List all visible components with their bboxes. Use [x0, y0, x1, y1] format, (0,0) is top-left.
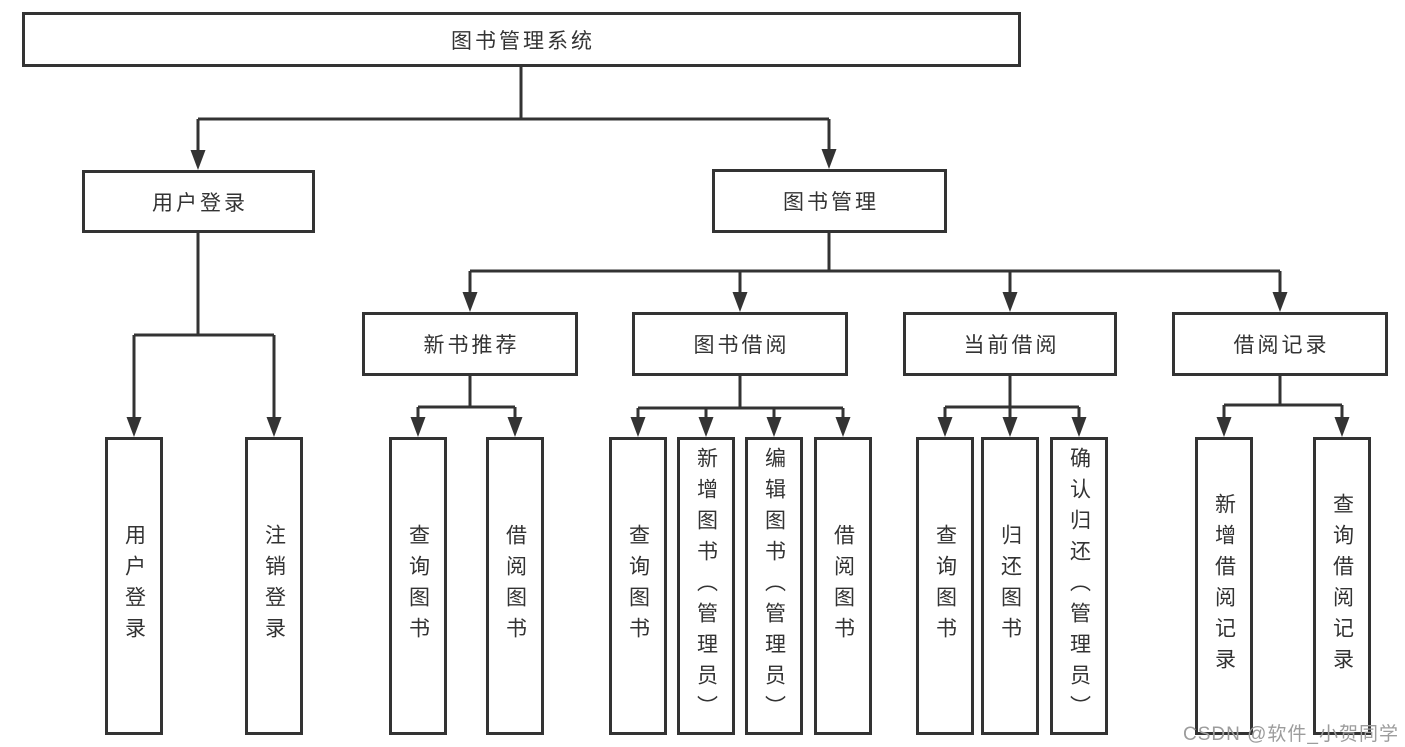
node-leaf-query-books: 查询图书 — [609, 437, 667, 735]
node-book-borrow: 图书借阅 — [632, 312, 848, 376]
node-leaf-add-books-admin: 新增图书（管理员） — [677, 437, 735, 735]
node-borrow-records: 借阅记录 — [1172, 312, 1388, 376]
node-leaf-logout: 注销登录 — [245, 437, 303, 735]
node-leaf-query-books-recommend: 查询图书 — [389, 437, 447, 735]
node-new-book-recommend: 新书推荐 — [362, 312, 578, 376]
node-user-login: 用户登录 — [82, 170, 315, 233]
node-leaf-return-books: 归还图书 — [981, 437, 1039, 735]
connector-new-book-rec-to-children — [410, 376, 523, 437]
node-leaf-confirm-return-admin: 确认归还（管理员） — [1050, 437, 1108, 735]
node-leaf-query-books-current: 查询图书 — [916, 437, 974, 735]
csdn-watermark: CSDN @软件_小贺同学 — [1183, 724, 1399, 745]
node-leaf-add-borrow-record: 新增借阅记录 — [1195, 437, 1253, 735]
node-leaf-borrow-books-recommend: 借阅图书 — [486, 437, 544, 735]
connector-root-to-children — [190, 67, 837, 170]
node-leaf-borrow-books: 借阅图书 — [814, 437, 872, 735]
connector-user-login-to-children — [126, 233, 282, 437]
connector-book-mgmt-to-children — [462, 233, 1288, 312]
connector-current-borrow-to-children — [937, 376, 1087, 437]
connector-borrow-records-to-children — [1216, 376, 1350, 437]
node-leaf-query-borrow-record: 查询借阅记录 — [1313, 437, 1371, 735]
node-book-management: 图书管理 — [712, 169, 947, 233]
node-leaf-edit-books-admin: 编辑图书（管理员） — [745, 437, 803, 735]
node-current-borrow: 当前借阅 — [903, 312, 1117, 376]
node-library-management-system: 图书管理系统 — [22, 12, 1021, 67]
node-leaf-user-login: 用户登录 — [105, 437, 163, 735]
connector-book-borrow-to-children — [630, 376, 851, 437]
